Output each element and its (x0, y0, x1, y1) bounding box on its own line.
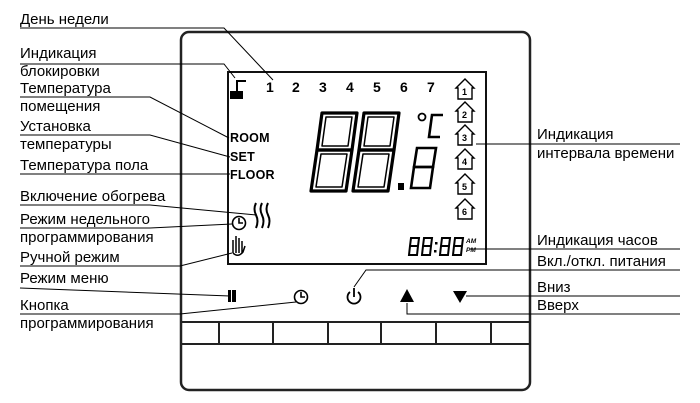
clock-digits (407, 237, 465, 256)
small-digit (409, 146, 438, 190)
label-weekly-prog-line1: Режим недельного (20, 211, 150, 228)
degree-sign (417, 112, 427, 122)
interval-2: 2 (462, 110, 468, 120)
leader-lines (19, 27, 680, 315)
label-up: Вверх (537, 297, 579, 314)
heating-icon (253, 202, 271, 229)
label-clock-indication: Индикация часов (537, 232, 658, 249)
label-weekly-prog-line2: программирования (20, 229, 154, 246)
label-floor-temp: Температура пола (20, 157, 149, 174)
decimal-point (398, 183, 404, 190)
interval-6: 6 (462, 207, 468, 217)
day-5: 5 (373, 79, 381, 95)
day-2: 2 (292, 79, 300, 95)
day-7: 7 (427, 79, 435, 95)
label-prog-button-line1: Кнопка (20, 297, 69, 314)
clock-colon (434, 242, 438, 253)
interval-4: 4 (462, 157, 468, 167)
interval-1: 1 (462, 87, 468, 97)
button-strip (180, 321, 531, 345)
am-label: AM (466, 238, 477, 245)
big-digits (309, 111, 401, 193)
interval-3: 3 (462, 133, 468, 143)
mode-room: ROOM (230, 131, 270, 145)
label-prog-button-line2: программирования (20, 315, 154, 332)
label-time-interval-line1: Индикация (537, 126, 614, 143)
hand-icon (232, 236, 246, 256)
label-day-of-week: День недели (20, 11, 109, 28)
label-power-toggle: Вкл./откл. питания (537, 253, 666, 270)
day-3: 3 (319, 79, 327, 95)
interval-5: 5 (462, 182, 468, 192)
power-icon[interactable] (346, 288, 362, 305)
day-1: 1 (266, 79, 274, 95)
button-dividers (218, 322, 492, 344)
mode-set: SET (230, 150, 255, 164)
day-4: 4 (346, 79, 354, 95)
device-body (179, 30, 532, 392)
mode-floor: FLOOR (230, 168, 275, 182)
lock-icon (230, 80, 246, 99)
label-manual-mode: Ручной режим (20, 249, 120, 266)
clock-icon (231, 215, 247, 231)
label-temp-setting-line1: Установка (20, 118, 91, 135)
interval-house-icons (454, 78, 476, 220)
lcd-screen (227, 71, 487, 265)
label-lock-indication-line2: блокировки (20, 63, 100, 80)
day-6: 6 (400, 79, 408, 95)
label-room-temp-line2: помещения (20, 98, 101, 115)
label-room-temp-line1: Температура (20, 80, 111, 97)
label-menu-mode: Режим меню (20, 270, 109, 287)
pm-label: PM (466, 247, 476, 254)
label-time-interval-line2: интервала времени (537, 145, 675, 162)
label-heating-on: Включение обогрева (20, 188, 166, 205)
up-arrow-icon[interactable] (400, 289, 414, 302)
label-lock-indication-line1: Индикация (20, 45, 97, 62)
program-button-icon[interactable] (293, 289, 309, 305)
celsius-glyph (427, 113, 443, 139)
label-down: Вниз (537, 279, 571, 296)
label-temp-setting-line2: температуры (20, 136, 112, 153)
down-arrow-icon[interactable] (453, 291, 467, 303)
